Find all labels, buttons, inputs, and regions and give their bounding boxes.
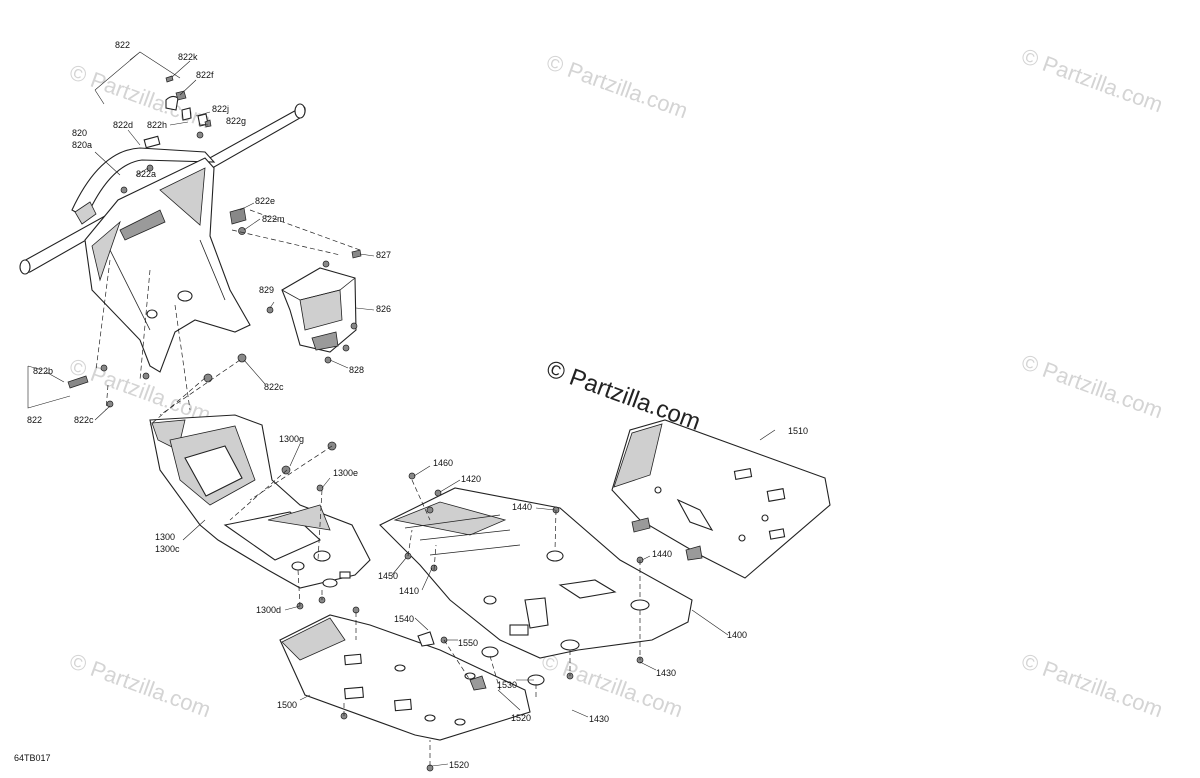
label-822m: 822m <box>262 214 285 224</box>
label-822f: 822f <box>196 70 214 80</box>
skid-plate-1300 <box>149 414 371 610</box>
label-822-left: 822 <box>27 415 42 425</box>
label-1540: 1540 <box>394 614 414 624</box>
label-822j: 822j <box>212 104 229 114</box>
label-822g: 822g <box>226 116 246 126</box>
label-1520-b: 1520 <box>449 760 469 770</box>
label-1430-a: 1430 <box>656 668 676 678</box>
label-822a: 822a <box>136 169 156 179</box>
label-822c: 822c <box>264 382 284 392</box>
label-1500: 1500 <box>277 700 297 710</box>
label-820: 820 <box>72 128 87 138</box>
front-bumper-assembly <box>19 103 306 373</box>
diagram-code: 64TB017 <box>14 753 51 763</box>
label-1400: 1400 <box>727 630 747 640</box>
label-828: 828 <box>349 365 364 375</box>
label-822e: 822e <box>255 196 275 206</box>
label-822c-left: 822c <box>74 415 94 425</box>
watermark: © Partzilla.com <box>1018 349 1166 423</box>
label-827: 827 <box>376 250 391 260</box>
label-1450: 1450 <box>378 571 398 581</box>
label-829: 829 <box>259 285 274 295</box>
label-1420: 1420 <box>461 474 481 484</box>
label-1460: 1460 <box>433 458 453 468</box>
label-822h: 822h <box>147 120 167 130</box>
label-822d: 822d <box>113 120 133 130</box>
label-1530: 1530 <box>497 680 517 690</box>
watermark: © Partzilla.com <box>1018 43 1166 117</box>
skid-plate-1400 <box>379 472 693 680</box>
label-1440-b: 1440 <box>652 549 672 559</box>
label-822: 822 <box>115 40 130 50</box>
leader-lines <box>27 51 776 767</box>
label-1410: 1410 <box>399 586 419 596</box>
label-1300e: 1300e <box>333 468 358 478</box>
skid-plate-1510 <box>611 419 831 579</box>
bracket-826 <box>266 249 362 364</box>
label-820a: 820a <box>72 140 92 150</box>
watermark: © Partzilla.com <box>1018 648 1166 722</box>
top-hardware <box>120 75 247 235</box>
label-1440-a: 1440 <box>512 502 532 512</box>
label-1550: 1550 <box>458 638 478 648</box>
watermark: © Partzilla.com <box>66 648 214 722</box>
part-labels: 822 822k 822f 822j 822d 822h 822g 820 82… <box>14 40 808 770</box>
label-1510: 1510 <box>788 426 808 436</box>
watermark: © Partzilla.com <box>66 59 214 133</box>
center-watermark: © Partzilla.com <box>543 355 704 436</box>
watermark: © Partzilla.com <box>538 648 686 722</box>
label-826: 826 <box>376 304 391 314</box>
skid-plate-1500 <box>279 606 545 772</box>
label-822b: 822b <box>33 366 53 376</box>
label-1300c: 1300c <box>155 544 180 554</box>
label-1300g: 1300g <box>279 434 304 444</box>
watermark: © Partzilla.com <box>543 49 691 123</box>
label-1430-b: 1430 <box>589 714 609 724</box>
label-1300: 1300 <box>155 532 175 542</box>
label-1520-a: 1520 <box>511 713 531 723</box>
label-1300d: 1300d <box>256 605 281 615</box>
label-822k: 822k <box>178 52 198 62</box>
